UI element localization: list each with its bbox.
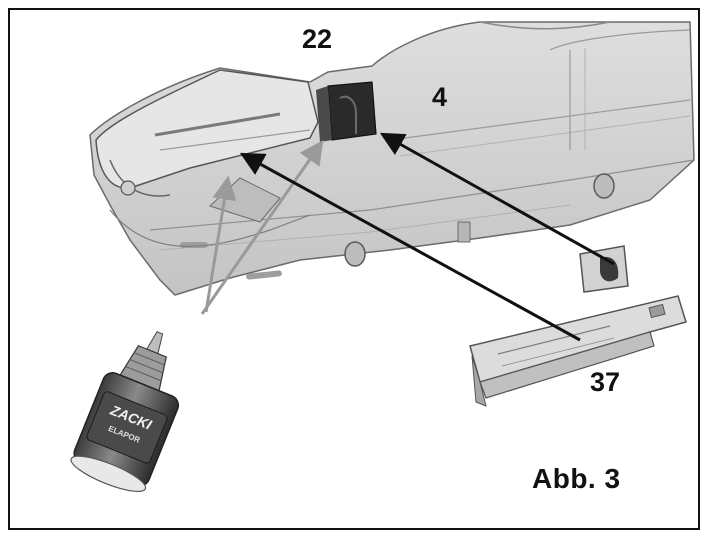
- nozzle-part: [95, 69, 319, 223]
- glue-arrow-left: [204, 175, 237, 313]
- callout-part-37: 37: [590, 367, 621, 397]
- slider-part: [469, 295, 687, 407]
- assembly-arrows: [239, 132, 615, 342]
- callout-part-4: 4: [432, 82, 448, 112]
- insert-block-part: [316, 81, 377, 142]
- figure-frame: ZACKI ELAPOR 22 4 37 Abb. 3: [8, 8, 700, 530]
- glue-bottle-illustration: ZACKI ELAPOR: [70, 331, 180, 492]
- arrow-clip-to-insert: [379, 132, 615, 266]
- glue-arrows: [200, 140, 324, 315]
- figure-caption: Abb. 3: [532, 463, 621, 494]
- callout-part-22: 22: [302, 24, 333, 54]
- assembly-illustration: ZACKI ELAPOR: [70, 21, 695, 492]
- arrow-slider-to-housing: [239, 152, 581, 342]
- small-clip-part: [579, 245, 629, 293]
- glue-arrow-right: [200, 140, 324, 315]
